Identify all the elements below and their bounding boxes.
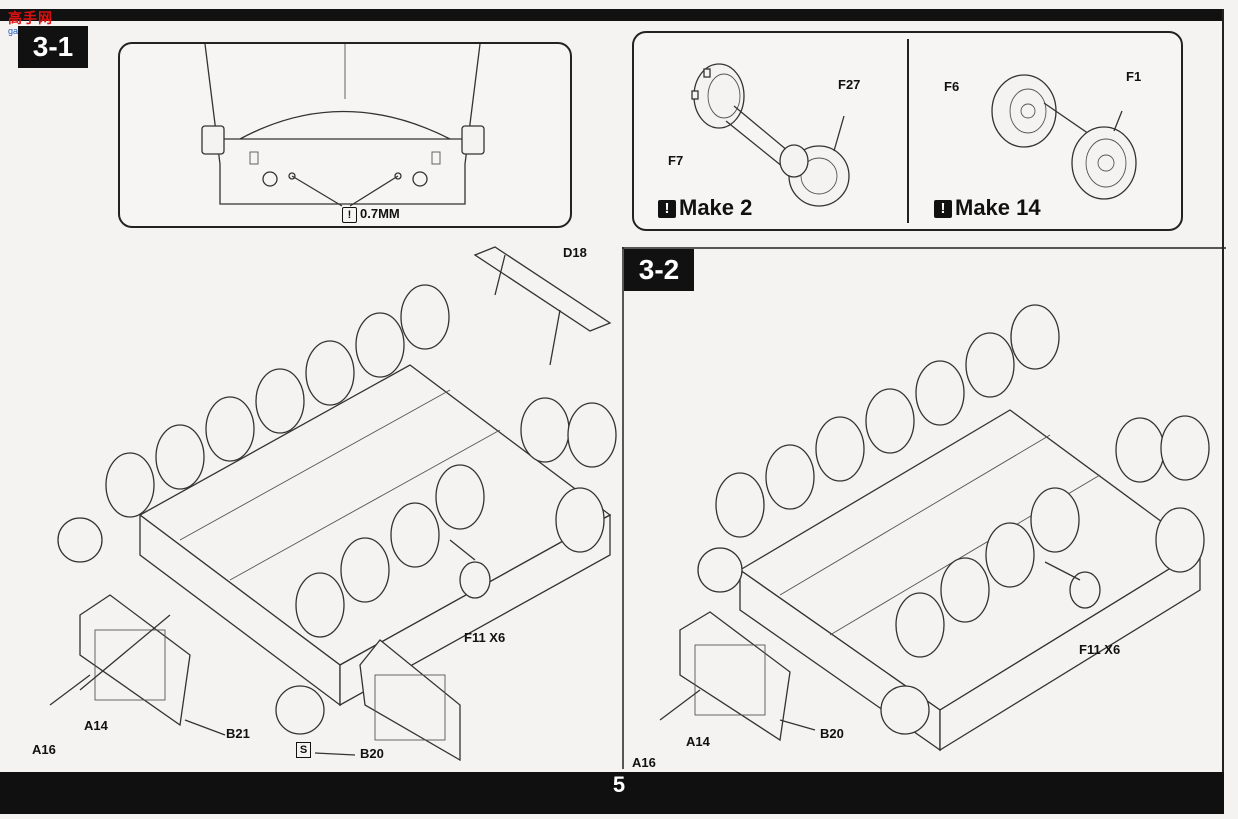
idler-f11 — [459, 561, 491, 599]
warning-icon: ! — [934, 200, 952, 218]
hull-rear-drawing — [201, 43, 485, 207]
road-wheel-row-bottom — [295, 397, 617, 638]
part-label-d18: D18 — [563, 245, 587, 260]
part-label-f1: F1 — [1126, 69, 1142, 84]
rear-plate-b21 — [79, 594, 191, 727]
make-2-note: !Make 2 — [658, 195, 752, 221]
step-label-3-1: 3-1 — [18, 26, 88, 68]
part-label-b20-left: B20 — [360, 746, 384, 761]
watermark-logo: 高手网 — [8, 10, 53, 26]
sprocket-right — [697, 547, 930, 735]
track-bar-d18 — [473, 246, 612, 366]
sprocket-inner-f27 — [779, 144, 850, 207]
rear-plates-right — [679, 611, 791, 742]
hull-assembly-drawing-right — [659, 304, 1210, 752]
road-wheel-row-top-right — [715, 304, 1060, 538]
part-label-a16-left: A16 — [32, 742, 56, 757]
sprocket-wheel-panel: F7 F27 !Make 2 F6 F1 !Make 14 — [632, 31, 1183, 231]
drill-holes-detail-panel: !0.7MM — [118, 42, 572, 228]
hull-assembly-drawing-left — [49, 246, 617, 762]
road-wheel-drawing — [991, 74, 1137, 200]
wheel-half-f6 — [991, 74, 1057, 148]
step-label-3-2: 3-2 — [624, 249, 694, 291]
sprocket-outer-f7 — [691, 63, 745, 129]
wheel-half-f1 — [1071, 126, 1137, 200]
part-label-a16-right: A16 — [632, 755, 656, 770]
idler-f11-right — [1069, 571, 1101, 609]
part-label-b21: B21 — [226, 726, 250, 741]
right-border-line — [1222, 9, 1224, 814]
part-label-f7: F7 — [668, 153, 684, 168]
drill-size-note: !0.7MM — [342, 206, 400, 223]
step-3-2-frame — [622, 247, 1226, 769]
glue-icon: S — [296, 742, 311, 758]
rear-plate-b20 — [359, 639, 461, 762]
part-label-b20-right: B20 — [820, 726, 844, 741]
bottom-border-bar — [0, 772, 1224, 814]
road-wheel-row-bottom-right — [895, 415, 1210, 658]
part-label-a14-right: A14 — [686, 734, 710, 749]
top-border-bar — [0, 9, 1224, 21]
part-label-a14-left: A14 — [84, 718, 108, 733]
panel-divider — [907, 39, 909, 223]
part-label-f27: F27 — [838, 77, 861, 92]
part-label-f11-right: F11 X6 — [1079, 642, 1121, 657]
drill-icon: ! — [342, 207, 357, 223]
part-label-f11-left: F11 X6 — [464, 630, 506, 645]
road-wheel-row-top — [105, 284, 450, 518]
page-number: 5 — [612, 772, 626, 797]
make-14-note: !Make 14 — [934, 195, 1041, 221]
sprocket-assembly-drawing — [691, 63, 850, 207]
sprocket-left — [57, 517, 325, 735]
part-label-f6: F6 — [944, 79, 960, 94]
warning-icon: ! — [658, 200, 676, 218]
